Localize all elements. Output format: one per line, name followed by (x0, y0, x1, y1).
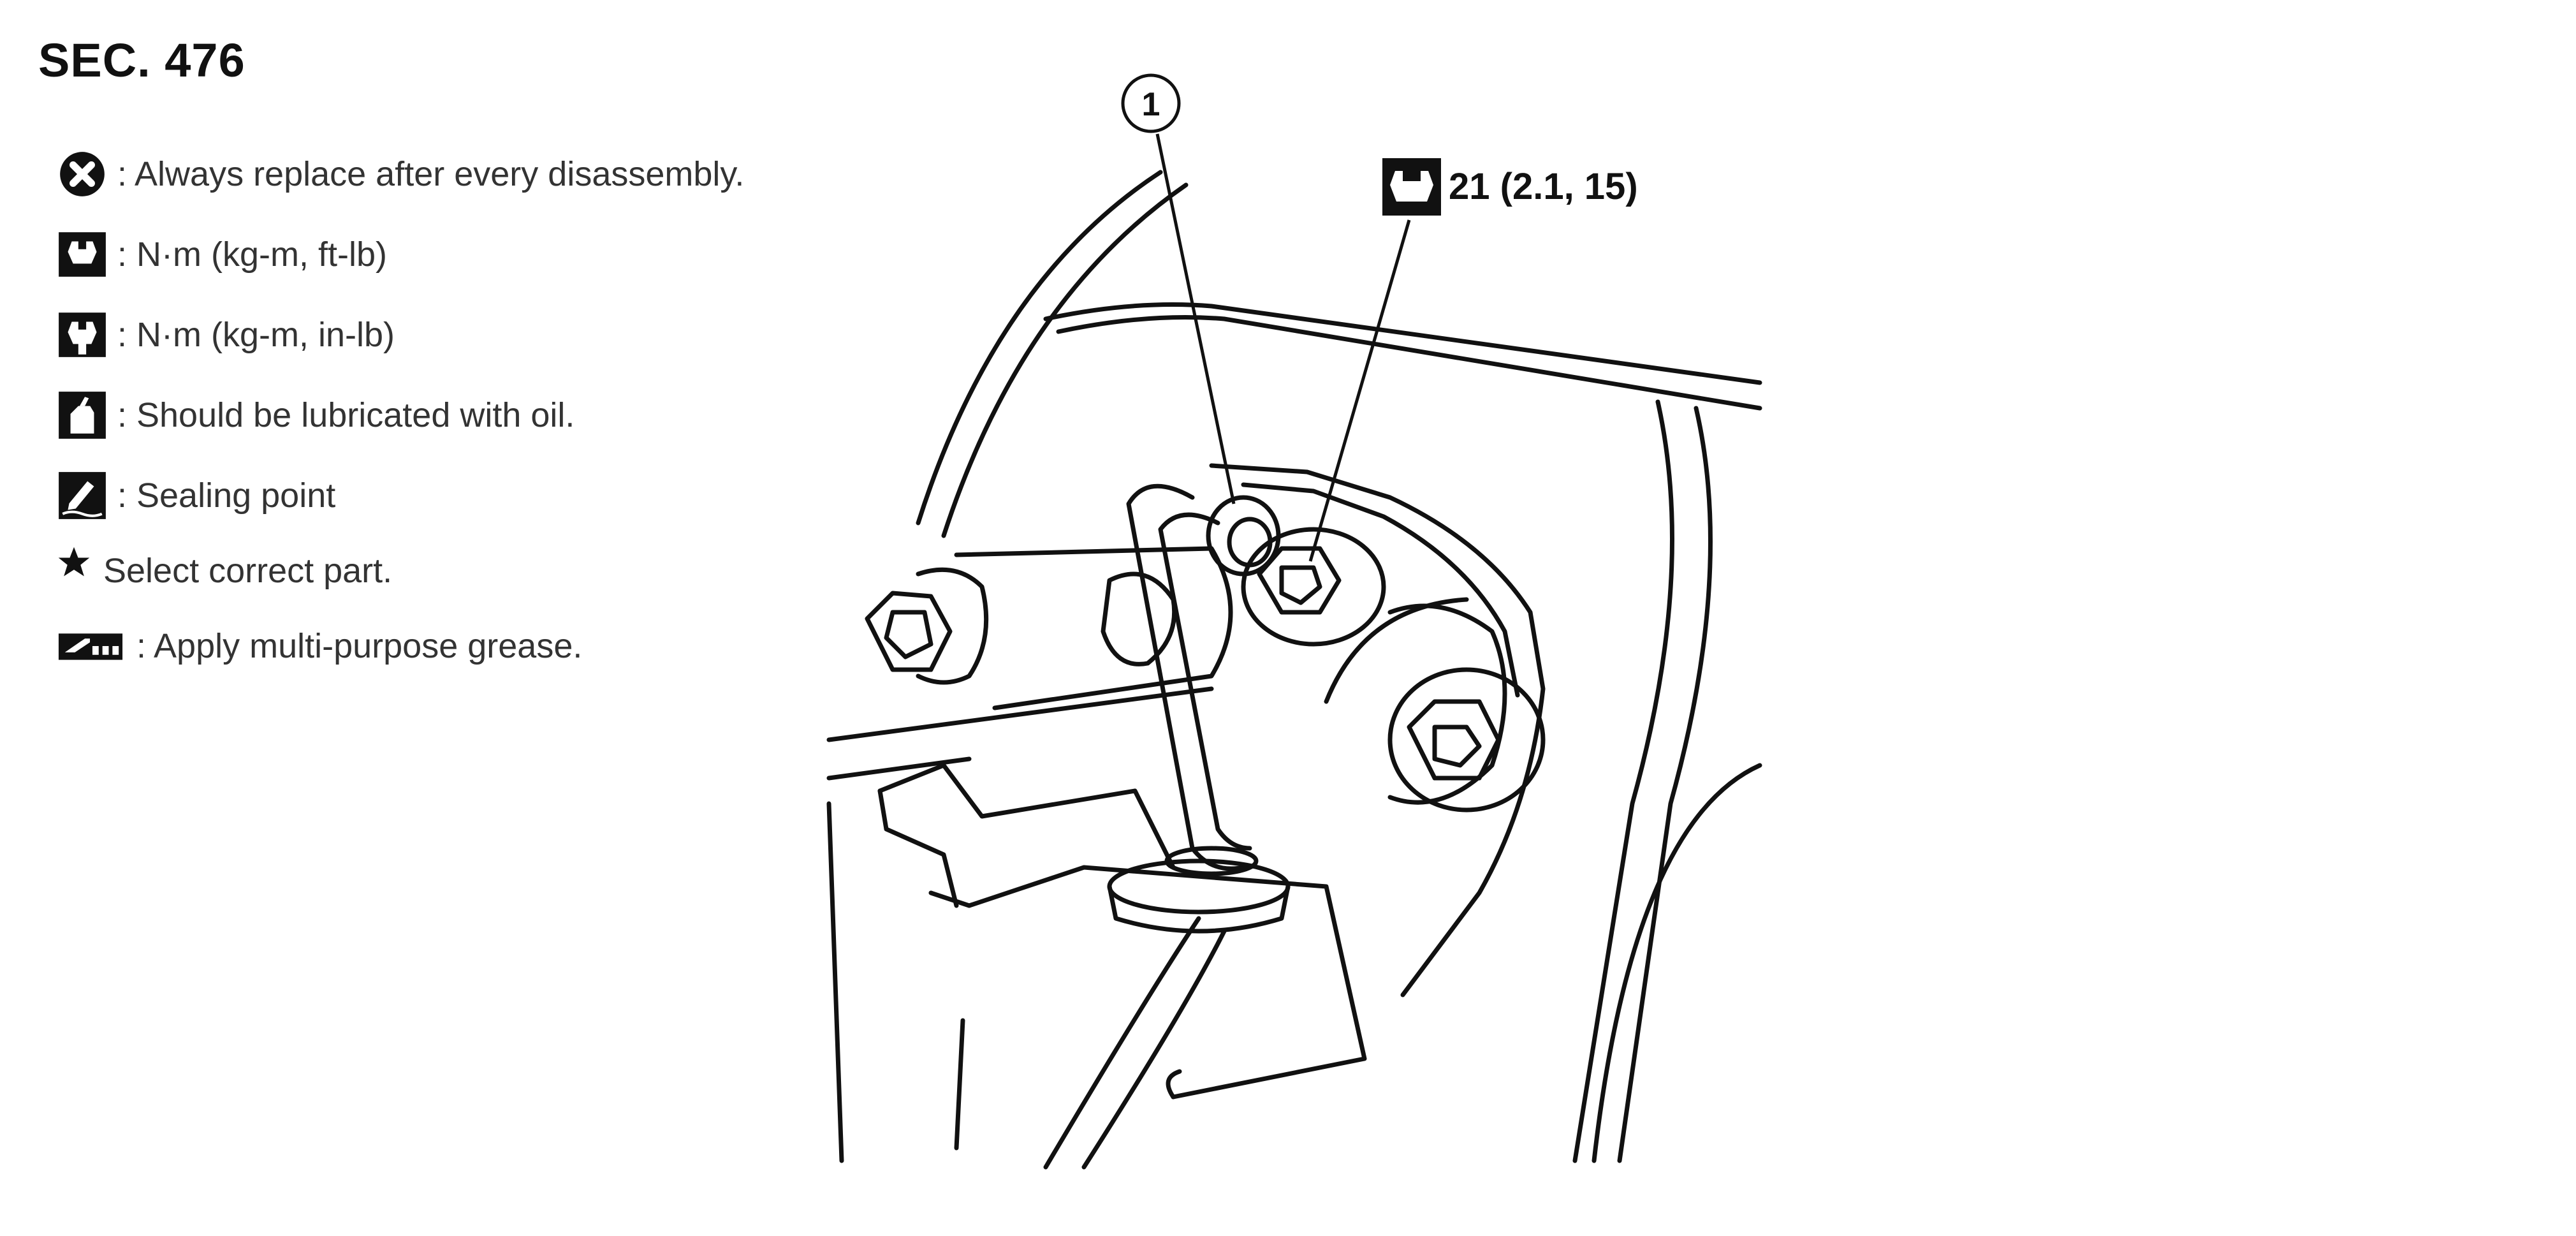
callout-leader (1155, 133, 1236, 504)
oil-can-icon (56, 389, 108, 441)
legend-item: Select correct part. (56, 536, 821, 606)
torque-spec: 21 (2.1, 15) (1382, 158, 1638, 216)
housing-outline (916, 170, 1163, 526)
legend-item: : Always replace after every disassembly… (56, 134, 821, 214)
connector-bolt (1279, 565, 1322, 605)
housing-contour (1617, 406, 1713, 1163)
legend-text: : N·m (kg-m, ft-lb) (117, 235, 387, 274)
connector-bolt (1257, 546, 1342, 615)
brake-pipe (1081, 929, 1227, 1170)
flange (1241, 482, 1520, 698)
plate-edge (1056, 315, 1762, 411)
hex-bolt (884, 610, 933, 659)
bracket (877, 763, 1176, 870)
grommet (1107, 884, 1291, 934)
star-icon (56, 545, 94, 597)
torque-leader (1308, 219, 1411, 562)
torque-in-lb-icon (56, 309, 108, 361)
caliper-body (954, 1018, 965, 1151)
hex-bolt (1407, 699, 1501, 781)
section-title: SEC. 476 (38, 34, 245, 87)
hub (1387, 603, 1507, 805)
legend-item: : Should be lubricated with oil. (56, 375, 821, 455)
grommet (1107, 858, 1291, 915)
bracket (1166, 1069, 1182, 1100)
grease-icon (56, 627, 123, 665)
bolt-boss (916, 567, 989, 685)
legend-text: : Apply multi-purpose grease. (136, 627, 583, 665)
legend-text: : Sealing point (117, 476, 336, 515)
bolt-washer (1387, 667, 1546, 813)
hub (1324, 597, 1469, 704)
legend-text: Select correct part. (103, 552, 393, 590)
hex-bolt (1432, 725, 1482, 768)
flare-nut (1227, 517, 1273, 568)
legend-text: : N·m (kg-m, in-lb) (117, 316, 395, 354)
hex-bolt (865, 591, 953, 672)
legend-item: : N·m (kg-m, ft-lb) (56, 214, 821, 295)
brake-pipe (1158, 512, 1252, 851)
callout-number: 1 (1142, 86, 1160, 123)
hex-bolt (1101, 571, 1177, 666)
callout-1: 1 (1121, 73, 1181, 133)
caliper-body (826, 801, 844, 1163)
brake-pipe (1126, 483, 1246, 871)
legend-item: : Sealing point (56, 455, 821, 536)
torque-wrench-icon (1382, 158, 1441, 216)
legend-text: : Should be lubricated with oil. (117, 396, 575, 434)
plate-edge (1043, 302, 1762, 385)
legend-item: : Apply multi-purpose grease. (56, 606, 821, 686)
legend-text: : Always replace after every disassembly… (117, 155, 745, 193)
connector-bolt (1241, 527, 1386, 647)
bracket (928, 865, 1367, 1100)
caliper-body (826, 756, 972, 781)
sealing-point-icon (56, 469, 108, 522)
bracket (877, 788, 959, 908)
torque-ft-lb-icon (56, 228, 108, 281)
caliper-body (826, 686, 1214, 742)
always-replace-icon (56, 148, 108, 200)
grommet (1164, 846, 1259, 876)
torque-value: 21 (2.1, 15) (1449, 166, 1638, 207)
symbol-legend: : Always replace after every disassembly… (56, 134, 821, 686)
housing-outline (941, 182, 1189, 538)
brake-pipe (1043, 916, 1201, 1170)
flange (1209, 463, 1546, 997)
housing-contour (1572, 399, 1674, 1163)
housing-contour (1592, 763, 1762, 1163)
legend-item: : N·m (kg-m, in-lb) (56, 295, 821, 375)
